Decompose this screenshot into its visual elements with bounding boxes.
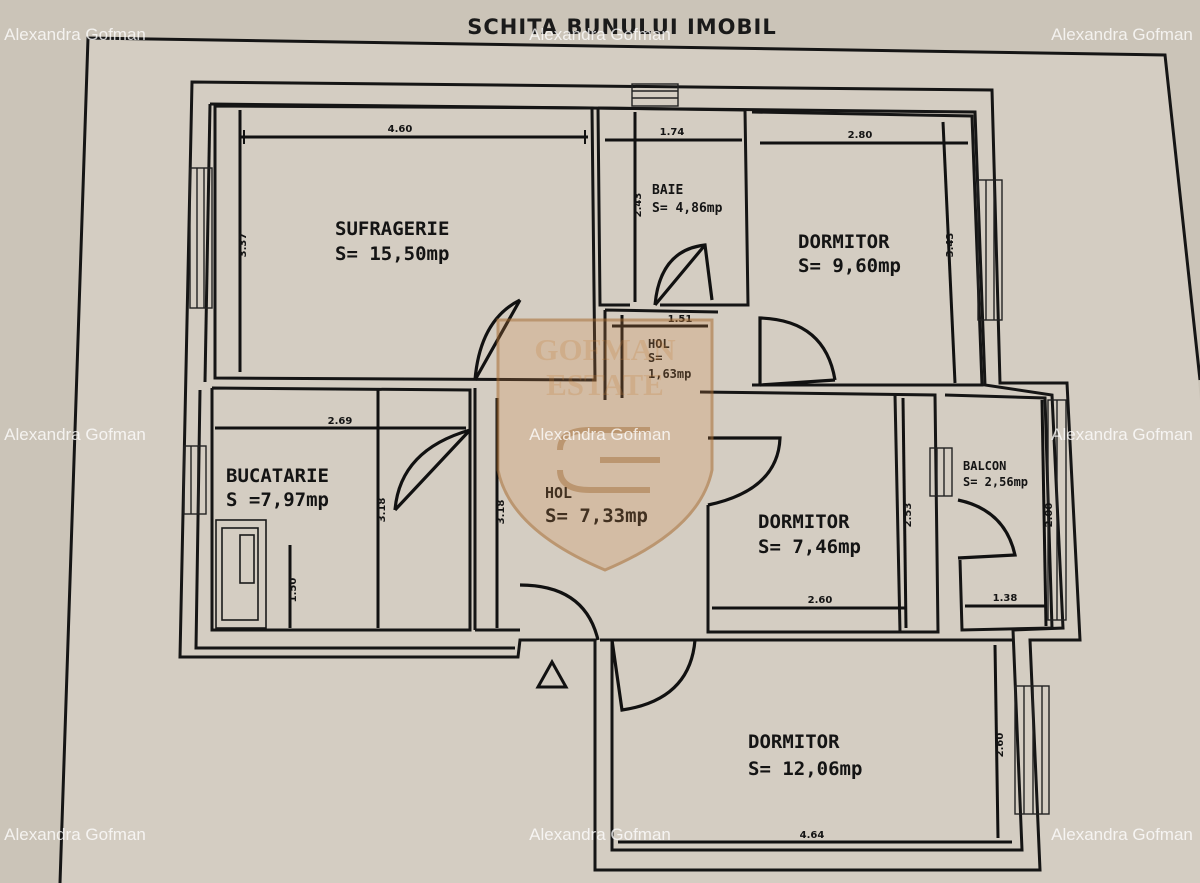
room-dormitor3-name: DORMITOR bbox=[748, 731, 840, 753]
dim-dormitor2-width: 2.60 bbox=[808, 595, 833, 606]
room-sufragerie-area: S= 15,50mp bbox=[335, 243, 449, 265]
entrance-marker bbox=[535, 658, 569, 689]
room-dormitor2-area: S= 7,46mp bbox=[758, 536, 861, 558]
room-dormitor1-name: DORMITOR bbox=[798, 231, 890, 253]
dim-sufragerie-height: 3.37 bbox=[238, 233, 249, 258]
window-balcon-door bbox=[929, 447, 953, 497]
room-hol-area: S= 7,33mp bbox=[545, 505, 648, 527]
sheet-border bbox=[58, 36, 1200, 883]
dim-dormitor2-height: 2.53 bbox=[903, 503, 914, 528]
door-dormitor3 bbox=[610, 639, 697, 712]
dim-bucatarie-width: 2.69 bbox=[328, 416, 353, 427]
room-dormitor1-area: S= 9,60mp bbox=[798, 255, 901, 277]
dim-bucatarie-height: 3.18 bbox=[377, 498, 388, 523]
watermark-mid-left: Alexandra Gofman bbox=[4, 425, 146, 444]
dim-balcon-width: 1.38 bbox=[993, 593, 1018, 604]
watermark-bottom-left: Alexandra Gofman bbox=[4, 825, 146, 844]
window-dormitor1 bbox=[977, 179, 1003, 321]
door-dormitor1 bbox=[758, 316, 837, 387]
room-dormitor3-area: S= 12,06mp bbox=[748, 758, 862, 780]
room-bucatarie-name: BUCATARIE bbox=[226, 465, 329, 487]
logo-line1: GOFMAN bbox=[534, 332, 675, 367]
door-bucatarie bbox=[393, 428, 472, 512]
watermark-mid-right: Alexandra Gofman bbox=[1051, 425, 1193, 444]
room-bucatarie-area: S =7,97mp bbox=[226, 489, 329, 511]
room-baie-name: BAIE bbox=[652, 183, 683, 198]
window-balcon-rail bbox=[1047, 399, 1067, 621]
watermark-bottom-right: Alexandra Gofman bbox=[1051, 825, 1193, 844]
door-dormitor2 bbox=[707, 436, 782, 507]
watermark-top-left: Alexandra Gofman bbox=[4, 25, 146, 44]
text-watermarks: Alexandra Gofman Alexandra Gofman Alexan… bbox=[4, 25, 1193, 844]
dim-balcon-height: 2.00 bbox=[1044, 503, 1055, 528]
dim-dormitor1-height: 3.43 bbox=[945, 233, 956, 258]
room-hol-small-name: HOL bbox=[648, 337, 670, 351]
room-balcon-area: S= 2,56mp bbox=[963, 475, 1028, 489]
room-hol-small-area: S= bbox=[648, 351, 662, 365]
window-dormitor3 bbox=[1014, 685, 1050, 815]
door-entry bbox=[519, 583, 600, 641]
dim-sufragerie-width: 4.60 bbox=[388, 124, 413, 135]
dimension-lines bbox=[215, 110, 1048, 844]
room-labels: SUFRAGERIE S= 15,50mp BAIE S= 4,86mp DOR… bbox=[226, 183, 1028, 780]
windows bbox=[183, 83, 1067, 815]
room-balcon-name: BALCON bbox=[963, 459, 1006, 473]
door-baie bbox=[653, 243, 714, 307]
logo-line2: ESTATE bbox=[546, 367, 664, 402]
room-dormitor2-name: DORMITOR bbox=[758, 511, 850, 533]
dim-stove-height: 1.50 bbox=[288, 578, 299, 603]
door-balcon bbox=[957, 498, 1017, 560]
plan-title: SCHITA BUNULUI IMOBIL bbox=[467, 15, 776, 39]
watermark-mid-center: Alexandra Gofman bbox=[529, 425, 671, 444]
watermark-top-right: Alexandra Gofman bbox=[1051, 25, 1193, 44]
window-sufragerie bbox=[189, 167, 213, 309]
dim-dormitor1-width: 2.80 bbox=[848, 130, 873, 141]
watermark-bottom-center: Alexandra Gofman bbox=[529, 825, 671, 844]
dim-dormitor3-height: 2.60 bbox=[995, 733, 1006, 758]
window-bucatarie bbox=[183, 445, 207, 515]
room-sufragerie-name: SUFRAGERIE bbox=[335, 218, 449, 240]
room-hol-name: HOL bbox=[545, 484, 572, 502]
dim-dormitor3-width: 4.64 bbox=[800, 830, 825, 841]
watermark-top-center: Alexandra Gofman bbox=[529, 25, 671, 44]
dim-baie-width: 1.74 bbox=[660, 127, 685, 138]
logo-watermark: GOFMAN ESTATE bbox=[496, 318, 714, 572]
dim-hol-height: 3.18 bbox=[496, 500, 507, 525]
room-hol-small-area-value: 1,63mp bbox=[648, 367, 691, 381]
window-baie bbox=[631, 83, 679, 107]
room-baie-area: S= 4,86mp bbox=[652, 201, 723, 216]
kitchen-fixtures bbox=[215, 519, 267, 629]
dim-baie-height: 2.43 bbox=[633, 193, 644, 218]
interior-walls bbox=[210, 104, 1054, 642]
